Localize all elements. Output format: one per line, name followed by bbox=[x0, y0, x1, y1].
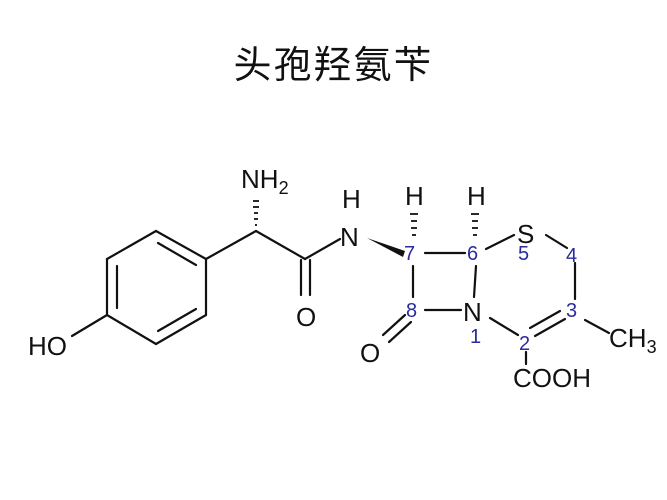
ring-number-5: 5 bbox=[518, 243, 529, 265]
benzene-ring bbox=[105, 229, 208, 346]
amide-n-label: N bbox=[340, 222, 359, 252]
ring-number-3: 3 bbox=[566, 300, 577, 322]
ring-number-1: 1 bbox=[470, 326, 481, 348]
nh2-label: NH2 bbox=[241, 164, 289, 198]
carboxyl-label: COOH bbox=[513, 363, 591, 393]
bold-wedge-n-c7 bbox=[367, 238, 405, 257]
ring-number-7: 7 bbox=[404, 243, 415, 265]
ring-number-2: 2 bbox=[519, 333, 530, 355]
hashed-wedge-nh2 bbox=[253, 200, 259, 226]
methyl-label: CH3 bbox=[609, 323, 657, 357]
compound-title: 头孢羟氨苄 bbox=[233, 43, 434, 87]
ring-nitrogen-label: N bbox=[463, 297, 482, 327]
ring-number-6: 6 bbox=[467, 243, 478, 265]
amide-h-label: H bbox=[342, 184, 361, 214]
lactam-oxygen-label: O bbox=[360, 338, 380, 368]
h6-label: H bbox=[467, 181, 486, 211]
h7-label: H bbox=[405, 181, 424, 211]
hydroxyl-label: HO bbox=[28, 331, 67, 361]
sulfur-label: S bbox=[517, 219, 534, 249]
amide-oxygen-label: O bbox=[296, 302, 316, 332]
ring-number-8: 8 bbox=[406, 300, 417, 322]
ring-number-4: 4 bbox=[566, 245, 577, 267]
